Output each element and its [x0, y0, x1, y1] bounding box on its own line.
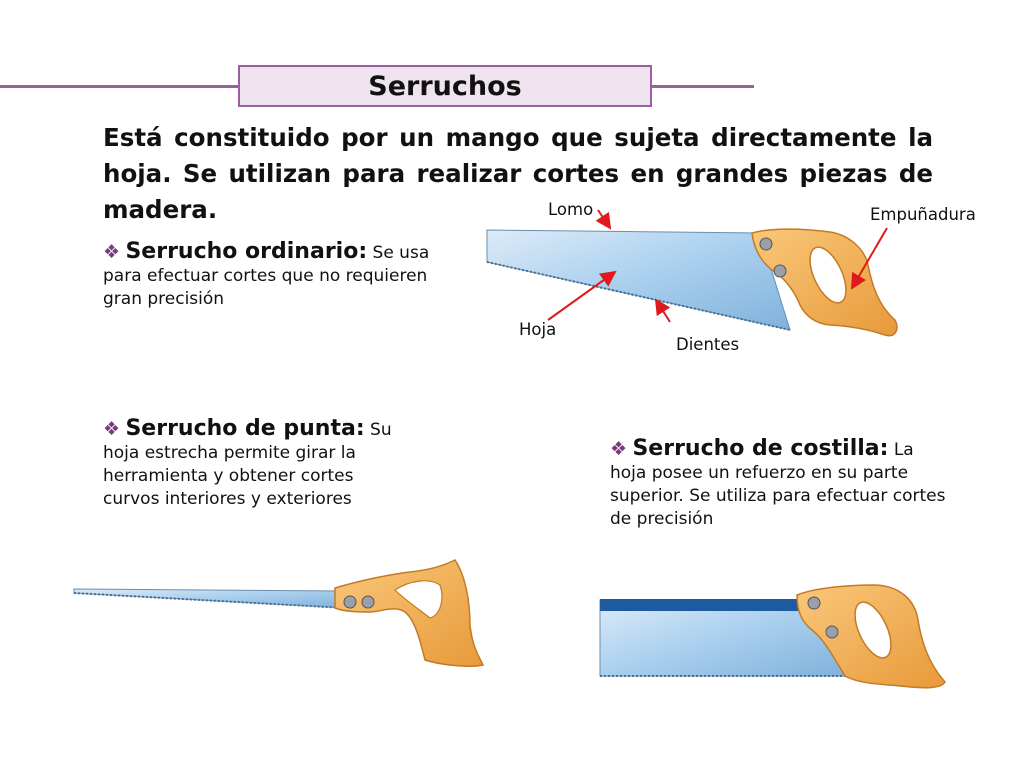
item-name: Serrucho de punta: — [125, 416, 365, 441]
item-serrucho-de-punta: ❖ Serrucho de punta: Su hoja estrecha pe… — [103, 417, 413, 511]
item-serrucho-ordinario: ❖ Serrucho ordinario: Se usa para efectu… — [103, 240, 463, 311]
serrucho-de-costilla-icon — [599, 584, 946, 689]
intro-paragraph: Está constituido por un mango que sujeta… — [103, 123, 933, 224]
serrucho-de-punta-icon — [73, 559, 485, 667]
diamond-bullet-icon: ❖ — [610, 438, 628, 460]
item-desc: Su hoja estrecha permite girar la herram… — [103, 420, 392, 509]
diamond-bullet-icon: ❖ — [103, 418, 121, 440]
label-dientes: Dientes — [676, 335, 740, 354]
label-hoja: Hoja — [519, 320, 557, 339]
label-lomo: Lomo — [548, 200, 594, 219]
item-name: Serrucho de costilla: — [632, 436, 889, 461]
page-title: Serruchos — [238, 65, 652, 107]
title-rule-right — [650, 85, 754, 88]
serrucho-ordinario-icon — [486, 228, 898, 337]
diamond-bullet-icon: ❖ — [103, 241, 121, 263]
item-name: Serrucho ordinario: — [125, 239, 368, 264]
item-desc: Se usa para efectuar cortes que no requi… — [103, 243, 430, 309]
item-serrucho-de-costilla: ❖ Serrucho de costilla: La hoja posee un… — [610, 437, 955, 531]
title-rule-left — [0, 85, 240, 88]
item-desc: La hoja posee un refuerzo en su parte su… — [610, 440, 946, 529]
label-empunadura: Empuñadura — [870, 205, 976, 224]
